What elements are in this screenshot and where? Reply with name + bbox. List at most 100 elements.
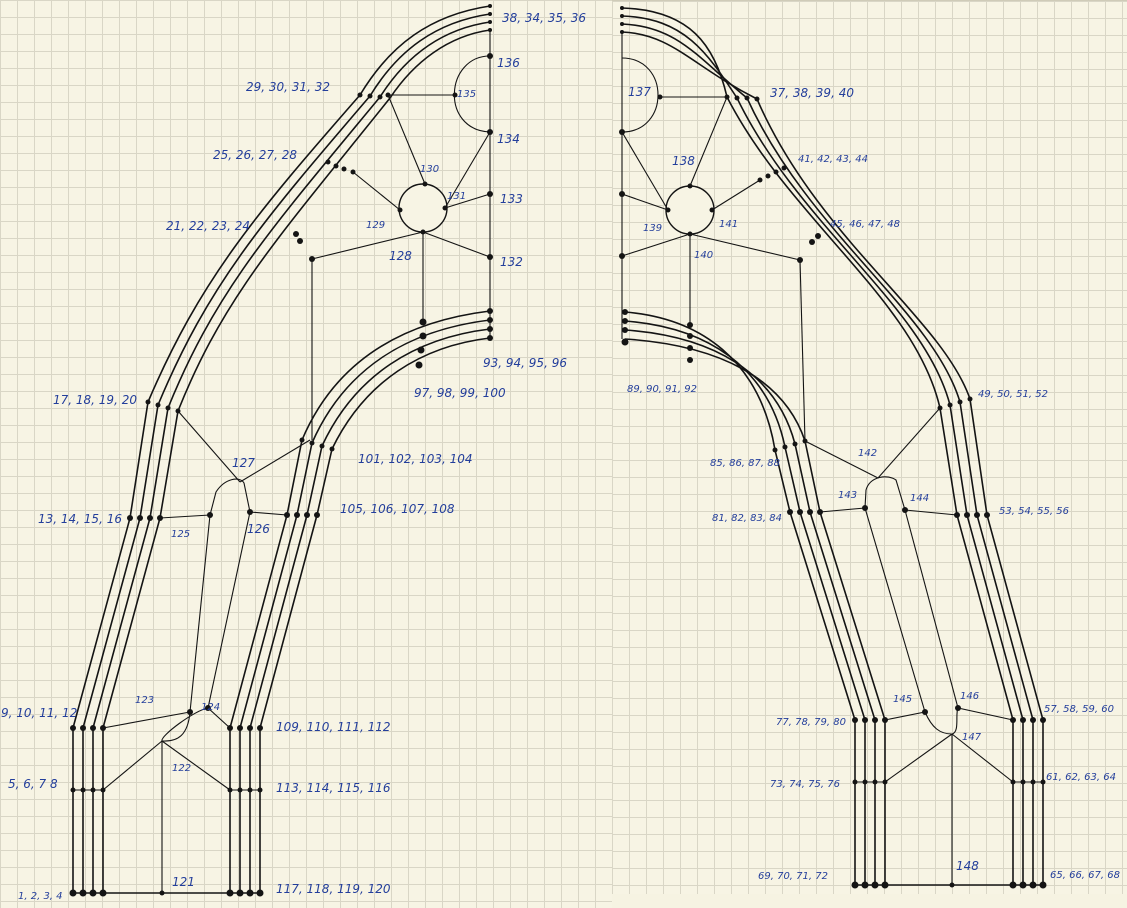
label-73-76: 73, 74, 75, 76 (770, 779, 840, 790)
junction-138-ring (665, 185, 715, 235)
wire-126-105 (249, 511, 288, 516)
wire-142-49 (877, 407, 941, 479)
wire-140-45 (689, 233, 801, 261)
label-136: 136 (497, 56, 520, 70)
wire-134-139 (621, 131, 669, 211)
wire-143-145 (864, 507, 926, 713)
label-9-12: 9, 10, 11, 12 (1, 706, 77, 720)
label-137: 137 (628, 85, 651, 99)
track-right-inner-3 (624, 329, 876, 885)
wire-122-5 (102, 740, 163, 791)
wire-144-146 (904, 509, 959, 709)
label-124: 124 (201, 702, 220, 713)
label-121: 121 (172, 875, 195, 889)
wire-125-123 (189, 514, 211, 713)
wire-128-132 (422, 231, 491, 258)
track-right-inner-4 (624, 338, 886, 885)
wire-127-101 (239, 439, 311, 483)
track-left-outer-4 (102, 29, 491, 893)
label-139: 139 (643, 223, 662, 234)
label-37-40: 37, 38, 39, 40 (770, 86, 854, 100)
label-133: 133 (500, 192, 523, 206)
track-left-outer-1 (72, 5, 491, 893)
label-5-8: 5, 6, 7 8 (8, 777, 58, 791)
junction-147-loop (884, 707, 1014, 735)
label-123: 123 (135, 695, 154, 706)
label-21-24: 21, 22, 23, 24 (166, 219, 250, 233)
wire-126-124 (207, 511, 251, 709)
label-122: 122 (172, 763, 191, 774)
label-101-104: 101, 102, 103, 104 (358, 452, 473, 466)
label-125: 125 (171, 529, 190, 540)
label-85-88: 85, 86, 87, 88 (710, 458, 780, 469)
junction-142-loop (864, 476, 906, 511)
track-left-inner-2 (239, 319, 491, 893)
track-left-inner-4 (259, 337, 491, 893)
label-140: 140 (694, 250, 713, 261)
label-127: 127 (232, 456, 255, 470)
track-right-outer-4 (621, 31, 1044, 885)
label-105-108: 105, 106, 107, 108 (340, 502, 455, 516)
wire-122-113 (161, 740, 231, 791)
track-left-inner-3 (249, 328, 491, 893)
wire-144-53 (904, 509, 958, 516)
label-132: 132 (500, 255, 523, 269)
track-right-inner-2 (624, 320, 866, 885)
label-131: 131 (447, 191, 466, 202)
label-128: 128 (389, 249, 412, 263)
wire-147-61 (951, 733, 1014, 783)
label-45-48: 45, 46, 47, 48 (830, 219, 900, 230)
wire-17-127 (177, 410, 241, 483)
wire-rail-140 (621, 233, 691, 257)
label-89-92: 89, 90, 91, 92 (627, 384, 697, 395)
label-25-28: 25, 26, 27, 28 (213, 148, 297, 162)
wire-85-142 (804, 440, 879, 479)
track-right-outer-1 (621, 7, 1014, 885)
label-1-4: 1, 2, 3, 4 (18, 891, 63, 902)
label-65-68: 65, 66, 67, 68 (1050, 870, 1120, 881)
track-right-inner-1 (624, 311, 856, 885)
label-142: 142 (858, 448, 877, 459)
label-126: 126 (247, 522, 270, 536)
label-53-56: 53, 54, 55, 56 (999, 506, 1069, 517)
left-sheet (0, 0, 612, 908)
label-33-36: 38, 34, 35, 36 (502, 11, 586, 25)
label-147: 147 (962, 732, 982, 743)
wire-37-138 (689, 96, 728, 187)
right-sheet (612, 0, 1127, 894)
label-144: 144 (910, 493, 929, 504)
label-57-60: 57, 58, 59, 60 (1044, 704, 1114, 715)
label-109-112: 109, 110, 111, 112 (276, 720, 391, 734)
wire-131-134 (444, 131, 491, 209)
wire-81-143 (819, 507, 866, 513)
label-134: 134 (497, 132, 520, 146)
label-141: 141 (719, 219, 738, 230)
label-49-52: 49, 50, 51, 52 (978, 389, 1048, 400)
wire-29-130 (387, 94, 426, 185)
wire-147-73 (884, 733, 953, 783)
label-129: 129 (366, 220, 385, 231)
wire-25-129 (352, 171, 401, 211)
label-81-84: 81, 82, 83, 84 (712, 513, 782, 524)
label-145: 145 (893, 694, 912, 705)
junction-137-loop (621, 57, 659, 133)
label-138: 138 (672, 154, 695, 168)
left-nodes (69, 4, 493, 897)
junction-127-loop (209, 478, 251, 516)
wire-45-85 (799, 259, 806, 442)
label-93-96: 93, 94, 95, 96 (483, 356, 567, 370)
wire-21-128 (311, 231, 424, 260)
label-29-32: 29, 30, 31, 32 (246, 80, 330, 94)
label-97-100: 97, 98, 99, 100 (414, 386, 506, 400)
wire-13-125 (159, 514, 211, 519)
track-right-outer-3 (621, 23, 1034, 885)
label-113-116: 113, 114, 115, 116 (276, 781, 391, 795)
junction-130-ring (398, 183, 448, 233)
left-track-diagram: 38, 34, 35, 36 136 29, 30, 31, 32 135 25… (1, 4, 586, 902)
label-69-72: 69, 70, 71, 72 (758, 871, 828, 882)
label-143: 143 (838, 490, 857, 501)
label-135: 135 (457, 89, 476, 100)
label-77-80: 77, 78, 79, 80 (776, 717, 846, 728)
label-148: 148 (956, 859, 979, 873)
